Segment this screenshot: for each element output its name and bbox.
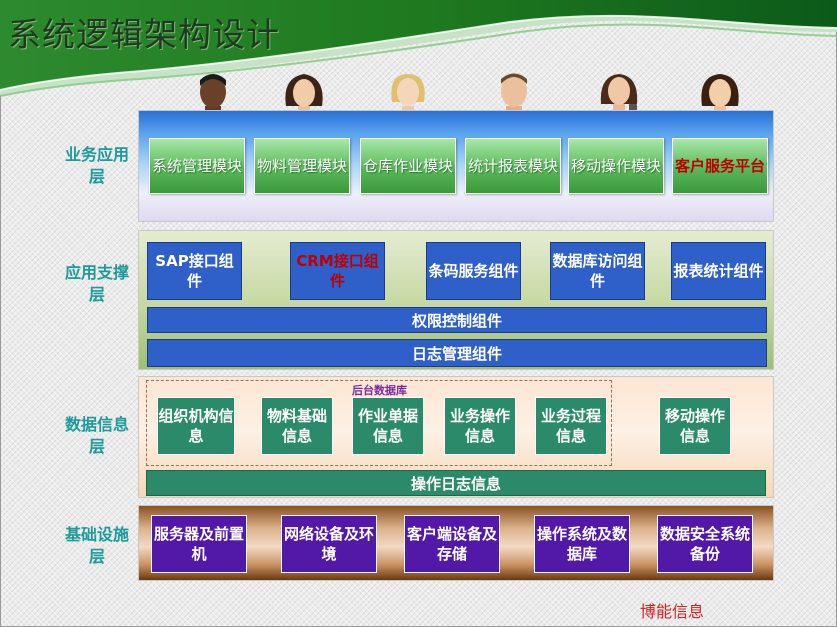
app-component: 条码服务组件 [426,242,521,300]
app-component-highlight: CRM接口组件 [290,242,385,300]
business-module: 仓库作业模块 [360,138,456,194]
header-swoosh [0,0,837,97]
infra-item: 网络设备及环境 [281,515,377,573]
layer-label-business: 业务应用层 [64,145,129,186]
business-module: 移动操作模块 [568,138,664,194]
infra-item: 数据安全系统备份 [657,515,753,573]
app-component: 报表统计组件 [671,242,766,300]
data-item: 移动操作信息 [659,397,731,455]
infra-item: 操作系统及数据库 [534,515,630,573]
data-item: 物料基础信息 [261,397,333,455]
layer-label-infrastructure: 基础设施层 [64,525,129,566]
infra-item: 服务器及前置机 [151,515,247,573]
log-management-bar: 日志管理组件 [147,339,767,367]
data-item: 业务过程信息 [535,397,607,455]
business-module: 系统管理模块 [149,138,245,194]
data-item: 作业单据信息 [352,397,424,455]
business-module: 统计报表模块 [465,138,561,194]
layer-label-data: 数据信息层 [64,415,129,456]
layer-label-application: 应用支撑层 [64,263,129,304]
infra-item: 客户端设备及存储 [404,515,500,573]
backend-database-group [146,380,612,466]
data-item: 组织机构信息 [157,397,235,455]
data-item: 业务操作信息 [444,397,516,455]
operation-log-bar: 操作日志信息 [146,470,766,496]
business-module: 物料管理模块 [254,138,350,194]
app-component: SAP接口组件 [147,242,242,300]
backend-database-label: 后台数据库 [352,384,407,397]
permission-control-bar: 权限控制组件 [147,307,767,333]
page-title: 系统逻辑架构设计 [8,15,280,54]
business-module-highlight: 客户服务平台 [672,138,768,194]
footer-brand: 博能信息 [640,602,705,621]
app-component: 数据库访问组件 [550,242,645,300]
